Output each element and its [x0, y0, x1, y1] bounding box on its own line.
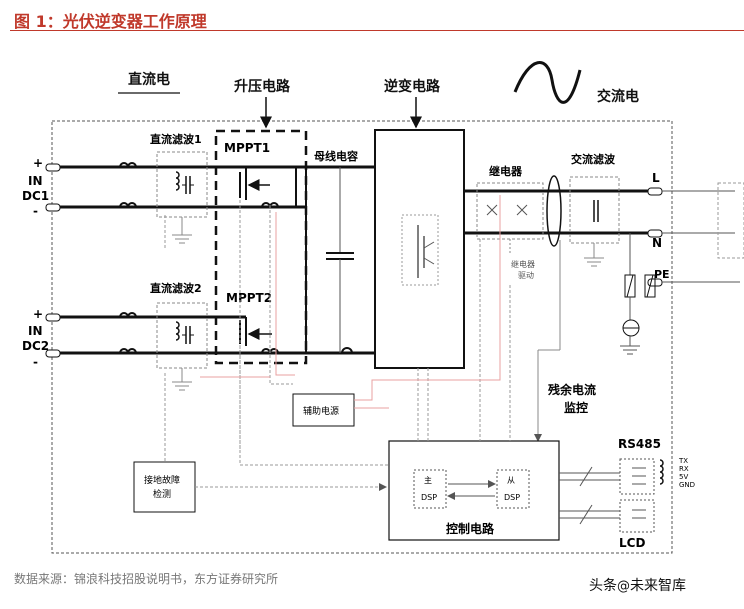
- label-boost: 升压电路: [234, 78, 291, 95]
- label-mppt2: MPPT2: [226, 291, 272, 305]
- label-relay: 继电器: [489, 164, 523, 178]
- label-residual-2: 监控: [564, 400, 588, 415]
- grid-box-edge: [717, 182, 744, 259]
- watermark: 头条@未来智库: [589, 575, 686, 595]
- relay-contacts: [486, 204, 528, 216]
- label-ground-fault-1: 接地故障: [144, 474, 180, 486]
- enclosure-border: [51, 120, 673, 554]
- watermark-brand: 头条: [589, 578, 617, 594]
- watermark-at: @: [617, 579, 630, 594]
- dc2-choke-plus: [119, 312, 137, 318]
- label-control: 控制电路: [446, 521, 495, 536]
- label-rx: RX: [679, 465, 689, 473]
- label-tx: TX: [678, 457, 688, 465]
- label-slave-1: 从: [507, 476, 515, 485]
- label-L: L: [652, 171, 660, 185]
- label-dc-filter1: 直流滤波1: [150, 132, 202, 146]
- dc2-name: DC2: [22, 339, 49, 353]
- dc2-choke-minus: [119, 348, 137, 354]
- rs485-coil: [659, 459, 664, 485]
- terminal-L: [647, 187, 663, 196]
- label-5v: 5V: [679, 473, 688, 481]
- dc1-name: DC1: [22, 189, 49, 203]
- label-relay-drive-2: 驱动: [518, 270, 534, 280]
- dc1-choke-minus: [119, 202, 137, 208]
- master-dsp-box: [413, 469, 447, 509]
- label-dc-filter2: 直流滤波2: [150, 281, 202, 295]
- inverter-igbt-box: [401, 214, 439, 286]
- dc1-choke-plus: [119, 162, 137, 168]
- power-wiring: [200, 195, 501, 409]
- inverter-block: [374, 129, 465, 369]
- ground-fault-box: [133, 461, 196, 513]
- watermark-name: 未来智库: [630, 578, 686, 594]
- label-aux-power: 辅助电源: [303, 405, 339, 417]
- label-residual-1: 残余电流: [548, 382, 596, 397]
- boost-box: [214, 129, 308, 365]
- dc1-minus: -: [33, 204, 38, 218]
- slave-dsp-box: [496, 469, 530, 509]
- label-PE: PE: [654, 268, 670, 281]
- dc1-plus: +: [33, 156, 43, 170]
- dc2-plus: +: [33, 307, 43, 321]
- lcd-port: [619, 499, 655, 533]
- label-relay-drive-1: 继电器: [511, 259, 535, 269]
- label-lcd: LCD: [619, 536, 645, 550]
- label-mppt1: MPPT1: [224, 141, 270, 155]
- dc2-in: IN: [28, 324, 43, 338]
- dc-filter1-inductor: [175, 171, 180, 191]
- label-rs485: RS485: [618, 437, 661, 451]
- sine-wave-icon: [513, 61, 582, 104]
- dc-filter2-inductor: [175, 321, 180, 341]
- dc2-plus-terminal: [45, 313, 61, 322]
- source-note: 数据来源：锦浪科技招股说明书，东方证券研究所: [14, 572, 279, 586]
- label-bus-cap: 母线电容: [314, 149, 358, 163]
- label-ac-filter: 交流滤波: [571, 152, 616, 166]
- label-dc: 直流电: [128, 71, 170, 88]
- label-gnd: GND: [679, 481, 695, 489]
- dc2-minus-terminal: [45, 349, 61, 358]
- ac-filter-box: [569, 176, 620, 244]
- varistor-2: [644, 274, 656, 298]
- label-N: N: [652, 236, 662, 250]
- label-ground-fault-2: 检测: [153, 488, 171, 500]
- dc1-minus-terminal: [45, 203, 61, 212]
- aux-power-box: [292, 393, 355, 427]
- label-inverter: 逆变电路: [384, 78, 441, 95]
- label-ac: 交流电: [597, 88, 639, 105]
- dc1-plus-terminal: [45, 163, 61, 172]
- current-sensor: [546, 175, 562, 247]
- label-master-1: 主: [424, 475, 432, 485]
- title-rule: [10, 30, 744, 31]
- dc1-in: IN: [28, 174, 43, 188]
- label-slave-2: DSP: [504, 493, 520, 502]
- figure-title: 图 1：光伏逆变器工作原理: [14, 12, 207, 31]
- dc2-minus: -: [33, 355, 38, 369]
- bus-choke: [341, 347, 353, 354]
- label-master-2: DSP: [421, 493, 437, 502]
